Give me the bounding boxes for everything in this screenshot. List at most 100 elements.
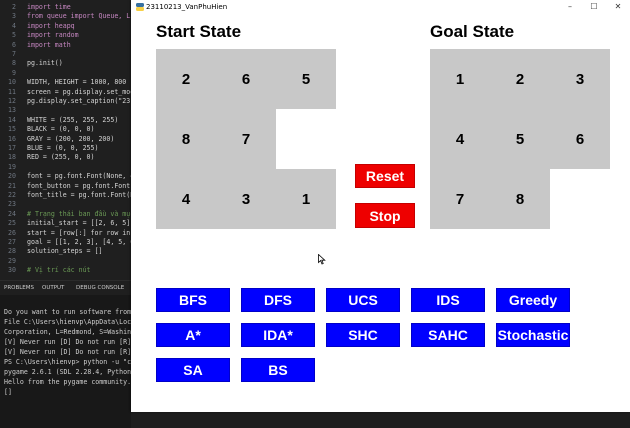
terminal-line: PS C:\Users\hienvp> python -u "c:\ bbox=[4, 358, 139, 366]
python-icon bbox=[136, 3, 144, 11]
code-line: 20 font = pg.font.Font(None, 4 bbox=[0, 171, 134, 182]
panel-tabs: PROBLEMS OUTPUT DEBUG CONSOLE bbox=[0, 280, 131, 295]
algo-button-sahc[interactable]: SAHC bbox=[411, 323, 485, 347]
empty-tile bbox=[276, 109, 336, 169]
line-number: 19 bbox=[8, 162, 16, 171]
line-number: 10 bbox=[8, 78, 16, 87]
start-state-title: Start State bbox=[156, 22, 242, 41]
line-number: 7 bbox=[12, 50, 16, 58]
code-text: import time bbox=[27, 3, 71, 11]
code-line: 2 import time bbox=[0, 2, 71, 13]
line-number: 9 bbox=[12, 68, 16, 77]
tab-problems[interactable]: PROBLEMS bbox=[4, 285, 35, 291]
mouse-cursor-icon bbox=[318, 254, 326, 265]
line-number: 24 bbox=[8, 209, 16, 218]
code-line: 14 WHITE = (255, 255, 255) bbox=[0, 115, 118, 126]
code-text: # Trạng thái ban đầu và mục bbox=[27, 209, 135, 218]
line-number: 20 bbox=[8, 172, 16, 181]
pygame-window: 23110213_VanPhuHien – ☐ ✕ Start State Go… bbox=[131, 0, 630, 412]
code-text: BLUE = (0, 0, 255) bbox=[27, 144, 99, 152]
code-line: 30# Vị trí các nút bbox=[0, 265, 90, 276]
line-number: 23 bbox=[8, 200, 16, 209]
terminal-line: Hello from the pygame community. h bbox=[4, 378, 139, 386]
line-number: 8 bbox=[12, 59, 16, 68]
code-text: goal = [[1, 2, 3], [4, 5, 6 bbox=[27, 238, 135, 246]
puzzle-tile: 1 bbox=[430, 49, 490, 109]
line-number: 16 bbox=[8, 134, 16, 143]
close-button[interactable]: ✕ bbox=[614, 2, 622, 11]
window-title: 23110213_VanPhuHien bbox=[146, 3, 228, 11]
goal-state-title: Goal State bbox=[430, 22, 515, 41]
puzzle-tile: 3 bbox=[550, 49, 610, 109]
puzzle-tile: 2 bbox=[156, 49, 216, 109]
code-text: BLACK = (0, 0, 0) bbox=[27, 125, 95, 134]
line-number: 5 bbox=[12, 31, 16, 40]
code-text: WHITE = (255, 255, 255) bbox=[27, 115, 119, 124]
code-line: 15 BLACK = (0, 0, 0) bbox=[0, 124, 95, 135]
tab-debug-console[interactable]: DEBUG CONSOLE bbox=[76, 285, 125, 291]
line-number: 28 bbox=[8, 247, 16, 256]
terminal-line: pygame 2.6.1 (SDL 2.28.4, Python 3 bbox=[4, 368, 139, 376]
algo-button-a-star[interactable]: A* bbox=[156, 323, 230, 347]
line-number: 15 bbox=[8, 125, 16, 134]
code-text: import heapq bbox=[27, 21, 75, 30]
algo-button-ida-star[interactable]: IDA* bbox=[241, 323, 315, 347]
code-text: import math bbox=[27, 40, 71, 49]
algo-button-ids[interactable]: IDS bbox=[411, 288, 485, 312]
algo-button-sa[interactable]: SA bbox=[156, 358, 230, 382]
code-line: 28 solution_steps = [] bbox=[0, 246, 102, 257]
puzzle-tile: 2 bbox=[490, 49, 550, 109]
code-text: font = pg.font.Font(None, 4 bbox=[27, 172, 135, 181]
stop-button[interactable]: Stop bbox=[355, 203, 415, 228]
terminal-line: [] bbox=[4, 388, 12, 396]
code-line: 27 goal = [[1, 2, 3], [4, 5, 6 bbox=[0, 237, 134, 248]
line-number: 2 bbox=[12, 3, 16, 11]
puzzle-tile: 8 bbox=[490, 169, 550, 229]
code-text: font_button = pg.font.Font( bbox=[27, 181, 135, 190]
algo-button-greedy[interactable]: Greedy bbox=[496, 288, 570, 312]
code-text: start = [row[:] for row in bbox=[27, 228, 131, 237]
code-text: import random bbox=[27, 31, 79, 40]
code-line: 7 bbox=[0, 49, 27, 60]
reset-button[interactable]: Reset bbox=[355, 164, 415, 188]
algo-button-dfs[interactable]: DFS bbox=[241, 288, 315, 312]
line-number: 27 bbox=[8, 238, 16, 246]
algo-button-shc[interactable]: SHC bbox=[326, 323, 400, 347]
code-text: screen = pg.display.set_mod bbox=[27, 87, 135, 96]
terminal-line: Do you want to run software from th bbox=[4, 308, 143, 316]
puzzle-tile: 7 bbox=[430, 169, 490, 229]
code-line: 23 bbox=[0, 199, 27, 210]
line-number: 3 bbox=[12, 12, 16, 21]
code-line: 29 bbox=[0, 256, 27, 267]
maximize-button[interactable]: ☐ bbox=[590, 2, 598, 11]
algo-button-bfs[interactable]: BFS bbox=[156, 288, 230, 312]
line-number: 14 bbox=[8, 115, 16, 124]
minimize-button[interactable]: – bbox=[568, 2, 572, 11]
code-text: solution_steps = [] bbox=[27, 247, 103, 256]
puzzle-tile: 5 bbox=[276, 49, 336, 109]
algo-button-bs[interactable]: BS bbox=[241, 358, 315, 382]
code-line: 26 start = [row[:] for row in bbox=[0, 228, 130, 239]
line-number: 25 bbox=[8, 219, 16, 228]
code-line: 13 bbox=[0, 105, 27, 116]
line-number: 26 bbox=[8, 228, 16, 237]
line-number: 22 bbox=[8, 191, 16, 199]
line-number: 12 bbox=[8, 97, 16, 105]
tab-output[interactable]: OUTPUT bbox=[42, 285, 65, 291]
algo-button-stochastic[interactable]: Stochastic bbox=[496, 323, 570, 347]
puzzle-tile: 4 bbox=[156, 169, 216, 229]
algo-button-ucs[interactable]: UCS bbox=[326, 288, 400, 312]
code-line: 10 WIDTH, HEIGHT = 1000, 800 bbox=[0, 77, 126, 88]
line-number: 18 bbox=[8, 153, 16, 162]
code-text: WIDTH, HEIGHT = 1000, 800 bbox=[27, 78, 127, 87]
title-bar[interactable]: 23110213_VanPhuHien – ☐ ✕ bbox=[131, 0, 630, 14]
